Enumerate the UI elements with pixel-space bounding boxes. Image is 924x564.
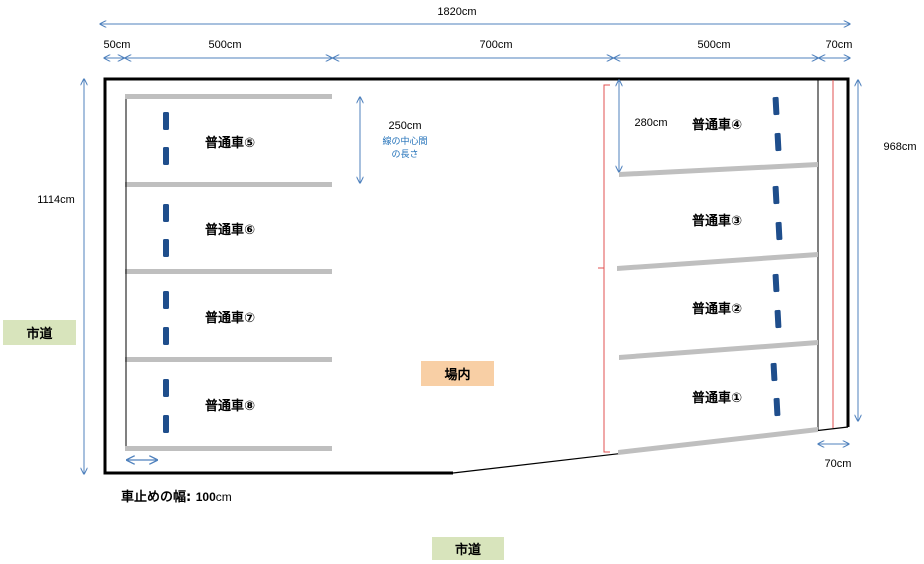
dim-right-block-label: 500cm: [697, 39, 730, 51]
dim-slot-pitch-note-2: の長さ: [391, 149, 418, 160]
road-label-left: 市道: [3, 320, 76, 345]
dim-height-left-label: 1114cm: [37, 194, 75, 206]
slot-label-1: 普通車①: [692, 390, 742, 406]
slot-label-3: 普通車③: [692, 213, 742, 229]
slot-label-8: 普通車⑧: [205, 398, 255, 414]
dim-slot-pitch-note-1: 線の中心間: [382, 135, 427, 147]
dim-height-right-label: 968cm: [883, 141, 916, 153]
dim-slot-pitch-right-label: 280cm: [634, 117, 667, 129]
slot-label-5: 普通車⑤: [205, 135, 255, 151]
slot-label-2: 普通車②: [692, 301, 742, 317]
red-guide-bracket: [598, 84, 610, 453]
right-wheel-stops: [770, 96, 783, 417]
dim-slot-pitch-left-label: 250cm: [388, 120, 421, 132]
dim-total-width-label: 1820cm: [437, 6, 476, 18]
slot-label-6: 普通車⑥: [205, 222, 255, 238]
dim-left-margin-label: 50cm: [104, 39, 131, 51]
left-wheel-stops: [163, 112, 169, 433]
stopper-width-label: 車止めの幅:: [121, 490, 192, 505]
dim-bottom-right-margin-label: 70cm: [825, 458, 852, 470]
dim-left-block-label: 500cm: [208, 39, 241, 51]
stopper-width-note: 車止めの幅: 100cm: [121, 486, 232, 505]
right-parking-lines: [617, 162, 818, 455]
dim-center-label: 700cm: [479, 39, 512, 51]
lot-outline: [103, 77, 850, 475]
slot-label-7: 普通車⑦: [205, 310, 255, 326]
dim-right-margin-label: 70cm: [826, 39, 853, 51]
stopper-width-value: 100: [195, 490, 216, 504]
stopper-width-unit: cm: [215, 490, 232, 504]
road-label-bottom: 市道: [432, 537, 504, 560]
left-parking-lines: [125, 94, 332, 451]
slot-label-4: 普通車④: [692, 117, 742, 133]
inside-label: 場内: [421, 361, 494, 386]
